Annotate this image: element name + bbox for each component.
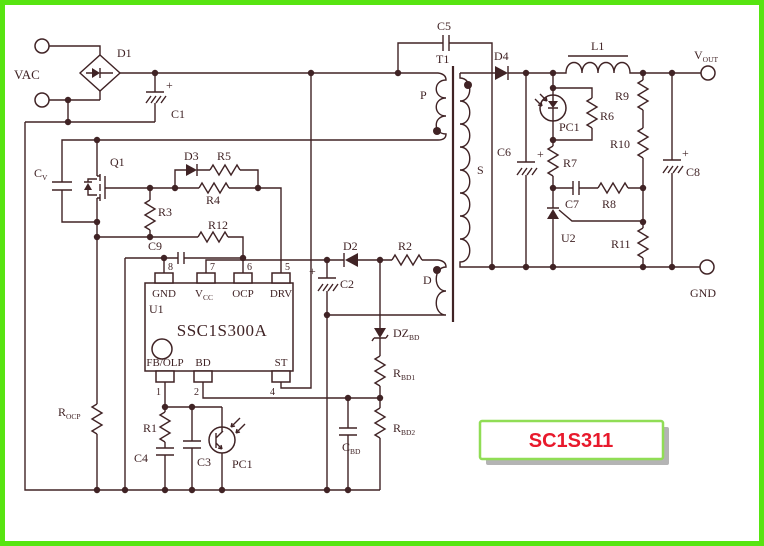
label-c8: C8 — [686, 165, 700, 179]
label-r10: R10 — [610, 137, 630, 151]
label-c1: C1 — [171, 107, 185, 121]
pin5-number: 5 — [285, 262, 290, 273]
badge-text: SC1S311 — [529, 430, 614, 452]
pin4-number: 4 — [270, 387, 275, 398]
label-p-winding: P — [420, 88, 427, 102]
label-c2-plus: + — [309, 264, 316, 278]
pin4-name: ST — [275, 357, 288, 369]
label-vout: VOUT — [694, 48, 719, 64]
label-pc1-secondary: PC1 — [559, 120, 580, 134]
label-d1: D1 — [117, 46, 132, 60]
pin7-number: 7 — [210, 262, 215, 273]
label-c1-plus: + — [166, 78, 173, 92]
junction-dots — [64, 69, 676, 494]
component-labels: VAC D1 C1 + CV Q1 D3 R5 R4 R3 R12 C9 ROC… — [14, 19, 719, 471]
pin5-name: DRV — [270, 288, 292, 300]
label-r1: R1 — [143, 421, 157, 435]
label-dzbd: DZBD — [393, 326, 420, 342]
label-c8-plus: + — [682, 146, 689, 160]
label-rbd2: RBD2 — [393, 421, 415, 437]
label-s-winding: S — [477, 163, 484, 177]
label-cbd: CBD — [342, 440, 361, 456]
label-r4: R4 — [206, 193, 220, 207]
electrolytic-capacitors — [145, 91, 684, 292]
label-l1: L1 — [591, 39, 604, 53]
label-c5: C5 — [437, 19, 451, 33]
label-r6: R6 — [600, 109, 614, 123]
label-gnd: GND — [690, 286, 716, 300]
ac-input-terminals — [34, 38, 50, 108]
label-r2: R2 — [398, 239, 412, 253]
gnd-terminal — [699, 259, 715, 275]
label-r3: R3 — [158, 205, 172, 219]
ic-ref: U1 — [149, 302, 164, 316]
vout-terminal — [700, 65, 716, 81]
label-r8: R8 — [602, 197, 616, 211]
label-r9: R9 — [615, 89, 629, 103]
pin1-number: 1 — [156, 387, 161, 398]
pin6-name: OCP — [232, 288, 253, 300]
pin2-name: BD — [195, 357, 210, 369]
label-vac: VAC — [14, 67, 40, 82]
label-c7: C7 — [565, 197, 579, 211]
optocoupler-pc1-led — [534, 93, 567, 122]
label-d-winding: D — [423, 273, 432, 287]
bridge-rectifier-d1 — [78, 54, 122, 92]
mosfet-q1 — [84, 140, 106, 222]
label-r12: R12 — [208, 218, 228, 232]
pin8-name: GND — [152, 288, 176, 300]
pin6-number: 6 — [247, 262, 252, 273]
pin2-number: 2 — [194, 387, 199, 398]
label-t1: T1 — [436, 52, 449, 66]
pin8-number: 8 — [168, 262, 173, 273]
label-rocp: ROCP — [58, 405, 81, 421]
label-r11: R11 — [611, 237, 631, 251]
pin1-mark — [151, 338, 173, 360]
label-c6: C6 — [497, 145, 511, 159]
label-rbd1: RBD1 — [393, 366, 415, 382]
label-c4: C4 — [134, 451, 148, 465]
label-d4: D4 — [494, 49, 509, 63]
optocoupler-pc1-transistor — [208, 417, 246, 454]
label-c6-plus: + — [537, 147, 544, 161]
label-c9: C9 — [148, 239, 162, 253]
label-d3: D3 — [184, 149, 199, 163]
controller-ic-u1: 8 7 6 5 GND VCC OCP DRV U1 SSC1S300A FB/… — [144, 262, 294, 398]
label-r7: R7 — [563, 156, 577, 170]
ic-part-number: SSC1S300A — [177, 321, 268, 340]
label-c3: C3 — [197, 455, 211, 469]
label-r5: R5 — [217, 149, 231, 163]
label-c2: C2 — [340, 277, 354, 291]
part-number-badge: SC1S311 — [478, 419, 669, 465]
label-q1: Q1 — [110, 155, 125, 169]
label-pc1-primary: PC1 — [232, 457, 253, 471]
label-cv: CV — [34, 166, 48, 182]
label-d2: D2 — [343, 239, 358, 253]
pin7-name: VCC — [195, 288, 213, 302]
pin1-name: FB/OLP — [146, 357, 183, 369]
label-u2: U2 — [561, 231, 576, 245]
